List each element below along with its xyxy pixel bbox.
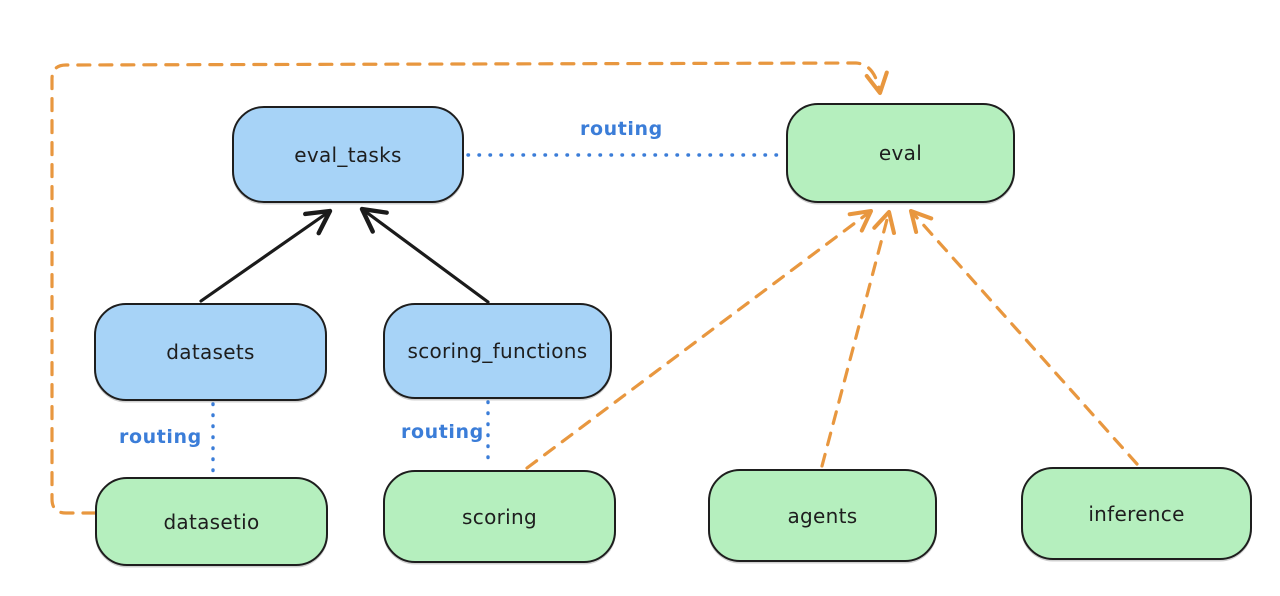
node-scoring-functions: scoring_functions — [383, 303, 612, 399]
node-scoring-functions-label: scoring_functions — [407, 339, 588, 363]
edge-inference-to-eval — [908, 208, 1139, 466]
routing-label-datasets-datasetio: routing — [119, 426, 202, 448]
node-agents: agents — [708, 469, 937, 562]
node-datasetio-label: datasetio — [163, 509, 260, 534]
node-eval: eval — [786, 103, 1015, 203]
edge-scoring-functions-to-eval-tasks — [359, 206, 490, 304]
node-datasets-label: datasets — [166, 340, 255, 364]
edge-agents-to-eval — [820, 209, 896, 468]
node-eval-tasks: eval_tasks — [232, 106, 464, 203]
node-scoring: scoring — [383, 470, 616, 563]
node-agents-label: agents — [787, 503, 858, 528]
node-inference-label: inference — [1088, 501, 1185, 526]
node-datasets: datasets — [94, 303, 327, 401]
node-datasetio: datasetio — [95, 477, 328, 566]
node-inference: inference — [1021, 467, 1252, 560]
node-eval-label: eval — [878, 141, 923, 165]
node-scoring-label: scoring — [462, 504, 537, 529]
edge-datasets-to-eval-tasks — [199, 208, 333, 303]
routing-label-eval-tasks-eval: routing — [580, 118, 663, 140]
routing-label-scoring-functions-scoring: routing — [401, 421, 484, 443]
node-eval-tasks-label: eval_tasks — [294, 142, 402, 167]
